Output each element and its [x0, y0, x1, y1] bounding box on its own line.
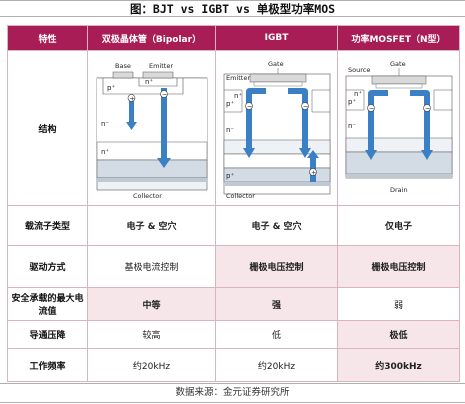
- table-row-current: 安全承载的最大电流值 中等 强 弱: [7, 287, 460, 321]
- table-row-drive: 驱动方式 基极电流控制 栅极电压控制 栅极电压控制: [7, 245, 460, 288]
- igbt-gate-label: Gate: [268, 60, 284, 68]
- igbt-electron-sign-right: −: [303, 103, 308, 111]
- cell-carrier-bipolar: 电子 & 空穴: [87, 205, 216, 246]
- cell-voltage-drop-igbt: 低: [215, 320, 338, 349]
- igbt-n-plus-label: n⁺: [234, 92, 242, 100]
- cell-current-igbt: 强: [215, 287, 338, 321]
- header-igbt: IGBT: [215, 25, 338, 51]
- data-source-note: 数据来源：金元证券研究所: [0, 383, 465, 403]
- row-label-current: 安全承载的最大电流值: [7, 287, 88, 321]
- bjt-emitter-label: Emitter: [149, 62, 173, 70]
- header-row: 特性 双极晶体管（Bipolar） IGBT 功率MOSFET（N型）: [7, 25, 460, 51]
- bjt-p-plus-label: p⁺: [107, 84, 115, 92]
- mosfet-electron-sign-left: −: [369, 105, 374, 113]
- bjt-n-plus2-label: n⁺: [101, 148, 109, 156]
- cell-current-bipolar: 中等: [87, 287, 216, 321]
- table-row-voltage-drop: 导通压降 较高 低 极低: [7, 320, 460, 349]
- mosfet-source-label: Source: [348, 66, 370, 74]
- igbt-electron-sign-left: −: [247, 103, 252, 111]
- row-label-carrier: 载流子类型: [7, 205, 88, 246]
- cell-voltage-drop-bipolar: 较高: [87, 320, 216, 349]
- mosfet-gate-label: Gate: [390, 60, 406, 68]
- row-label-frequency: 工作频率: [7, 348, 88, 382]
- igbt-structure-diagram: Gate Emitter p⁺ n⁺ n⁻ p⁺ Collector: [223, 60, 330, 200]
- bjt-electron-sign: −: [162, 91, 167, 99]
- comparison-table: 特性 双极晶体管（Bipolar） IGBT 功率MOSFET（N型） 结构: [7, 25, 460, 382]
- mosfet-p-plus-label: p⁺: [348, 98, 356, 106]
- bjt-hole-sign: +: [129, 95, 134, 103]
- mosfet-structure-diagram: Gate Source p⁺ n⁺ n⁻ Drain − −: [345, 60, 452, 194]
- mosfet-electron-sign-right: −: [425, 105, 430, 113]
- header-bipolar: 双极晶体管（Bipolar）: [87, 25, 216, 51]
- igbt-p-plus2-label: p⁺: [226, 172, 234, 180]
- table-row-frequency: 工作频率 约20kHz 约20kHz 约300kHz: [7, 348, 460, 382]
- igbt-hole-sign: +: [311, 169, 316, 177]
- row-label-voltage-drop: 导通压降: [7, 320, 88, 349]
- row-label-drive: 驱动方式: [7, 245, 88, 288]
- cell-drive-bipolar: 基极电流控制: [87, 245, 216, 288]
- header-mosfet: 功率MOSFET（N型）: [337, 25, 460, 51]
- header-feature: 特性: [7, 25, 88, 51]
- bjt-n-minus-label: n⁻: [101, 120, 109, 128]
- cell-current-mosfet: 弱: [337, 287, 460, 321]
- bjt-base-label: Base: [115, 62, 131, 70]
- cell-voltage-drop-mosfet: 极低: [337, 320, 460, 349]
- cell-frequency-bipolar: 约20kHz: [87, 348, 216, 382]
- bjt-structure-cell: Base Emitter p⁺ n⁺ n⁻ n⁺ Collector +: [87, 50, 216, 206]
- table-row-carrier: 载流子类型 电子 & 空穴 电子 & 空穴 仅电子: [7, 205, 460, 246]
- igbt-collector-label: Collector: [226, 192, 255, 200]
- bjt-structure-diagram: Base Emitter p⁺ n⁺ n⁻ n⁺ Collector +: [96, 62, 207, 200]
- page-title: 图：BJT vs IGBT vs 单极型功率MOS: [0, 0, 465, 17]
- cell-carrier-igbt: 电子 & 空穴: [215, 205, 338, 246]
- cell-drive-igbt: 栅极电压控制: [215, 245, 338, 288]
- mosfet-structure-cell: Gate Source p⁺ n⁺ n⁻ Drain − −: [337, 50, 460, 206]
- igbt-emitter-label: Emitter: [226, 74, 250, 82]
- table-row-structure: 结构 Base Emitter p⁺ n⁺ n⁻: [7, 50, 460, 206]
- cell-frequency-igbt: 约20kHz: [215, 348, 338, 382]
- igbt-p-plus-label: p⁺: [226, 100, 234, 108]
- mosfet-n-plus-label: n⁺: [354, 90, 362, 98]
- igbt-n-minus-label: n⁻: [226, 126, 234, 134]
- bjt-collector-label: Collector: [133, 192, 162, 200]
- row-label-structure: 结构: [7, 50, 88, 206]
- cell-frequency-mosfet: 约300kHz: [337, 348, 460, 382]
- cell-carrier-mosfet: 仅电子: [337, 205, 460, 246]
- mosfet-n-minus-label: n⁻: [348, 122, 356, 130]
- cell-drive-mosfet: 栅极电压控制: [337, 245, 460, 288]
- igbt-structure-cell: Gate Emitter p⁺ n⁺ n⁻ p⁺ Collector: [215, 50, 338, 206]
- bjt-n-plus-label: n⁺: [145, 78, 153, 86]
- mosfet-drain-label: Drain: [390, 186, 408, 194]
